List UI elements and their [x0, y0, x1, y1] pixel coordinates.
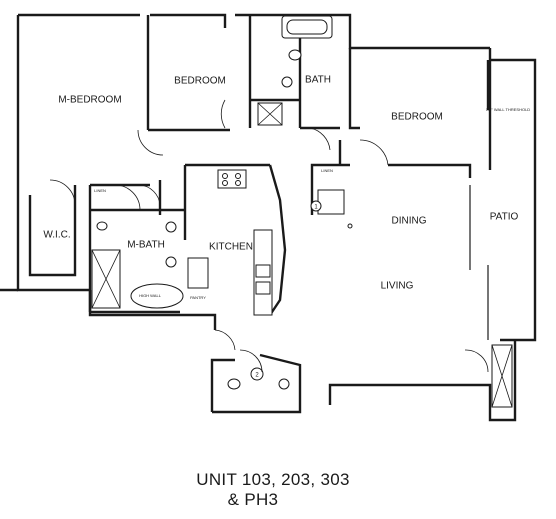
- room-label-bedroom-1: BEDROOM: [174, 76, 226, 87]
- threshold-label: 1/2" WALL THRESHOLD: [486, 107, 531, 112]
- room-label-m-bath: M-BATH: [127, 240, 165, 251]
- door-swing: [49, 179, 76, 206]
- exterior-walls: [0, 13, 537, 422]
- closet-box: [317, 189, 345, 215]
- door-swing: [464, 349, 489, 373]
- toilet-icon: [288, 49, 302, 61]
- m-bath-sink-2-icon: [165, 256, 177, 268]
- door-swing: [220, 99, 226, 129]
- door-swing: [359, 139, 389, 166]
- entry-toilet-icon: [227, 378, 241, 390]
- bath-marker-label: 2: [255, 373, 259, 379]
- m-bath-sink-1-icon: [165, 221, 177, 233]
- room-label-kitchen: KITCHEN: [209, 242, 253, 253]
- room-label-wic: W.I.C.: [43, 230, 70, 241]
- unit-caption-line-1: UNIT 103, 203, 303: [196, 470, 350, 489]
- room-label-bath: BATH: [305, 75, 331, 86]
- door-swings: [49, 99, 489, 373]
- pantry-label: PANTRY: [190, 295, 206, 300]
- annotations: LINEN LINEN HIGH WALL PANTRY 1/2" WALL T…: [94, 107, 530, 379]
- room-label-living: LIVING: [381, 281, 414, 292]
- linen-label-1: LINEN: [94, 188, 106, 193]
- sink-icon: [281, 76, 293, 88]
- kitchen-sink-icon: [255, 264, 271, 278]
- door-swing: [214, 329, 236, 351]
- stove-icon: [217, 169, 247, 189]
- door-swing: [139, 184, 161, 206]
- stair-marker-circle: [310, 200, 322, 212]
- entry-sink-icon: [278, 378, 290, 390]
- stair-marker-label: 1: [314, 205, 318, 211]
- room-labels: M-BEDROOM BEDROOM BATH BEDROOM W.I.C. M-…: [43, 75, 518, 292]
- column-marker: [347, 223, 353, 229]
- fixtures: [91, 15, 513, 408]
- bathtub-basin-icon: [286, 19, 328, 35]
- pantry-box: [187, 257, 209, 289]
- m-bath-tub-icon: [130, 283, 184, 309]
- door-swing: [114, 184, 141, 211]
- m-bath-toilet-icon: [96, 221, 108, 231]
- room-label-dining: DINING: [392, 216, 427, 227]
- door-swing: [309, 127, 331, 151]
- room-label-patio: PATIO: [490, 212, 519, 223]
- high-wall-label: HIGH WALL: [139, 293, 162, 298]
- unit-caption-line-2: & PH3: [227, 490, 279, 509]
- linen-label-2: LINEN: [321, 168, 333, 173]
- room-label-m-bedroom: M-BEDROOM: [58, 95, 121, 106]
- bath-marker-circle: [250, 367, 264, 381]
- door-swing: [137, 129, 164, 156]
- room-label-bedroom-2: BEDROOM: [391, 112, 443, 123]
- interior-walls: [28, 15, 490, 340]
- door-swing: [239, 349, 263, 373]
